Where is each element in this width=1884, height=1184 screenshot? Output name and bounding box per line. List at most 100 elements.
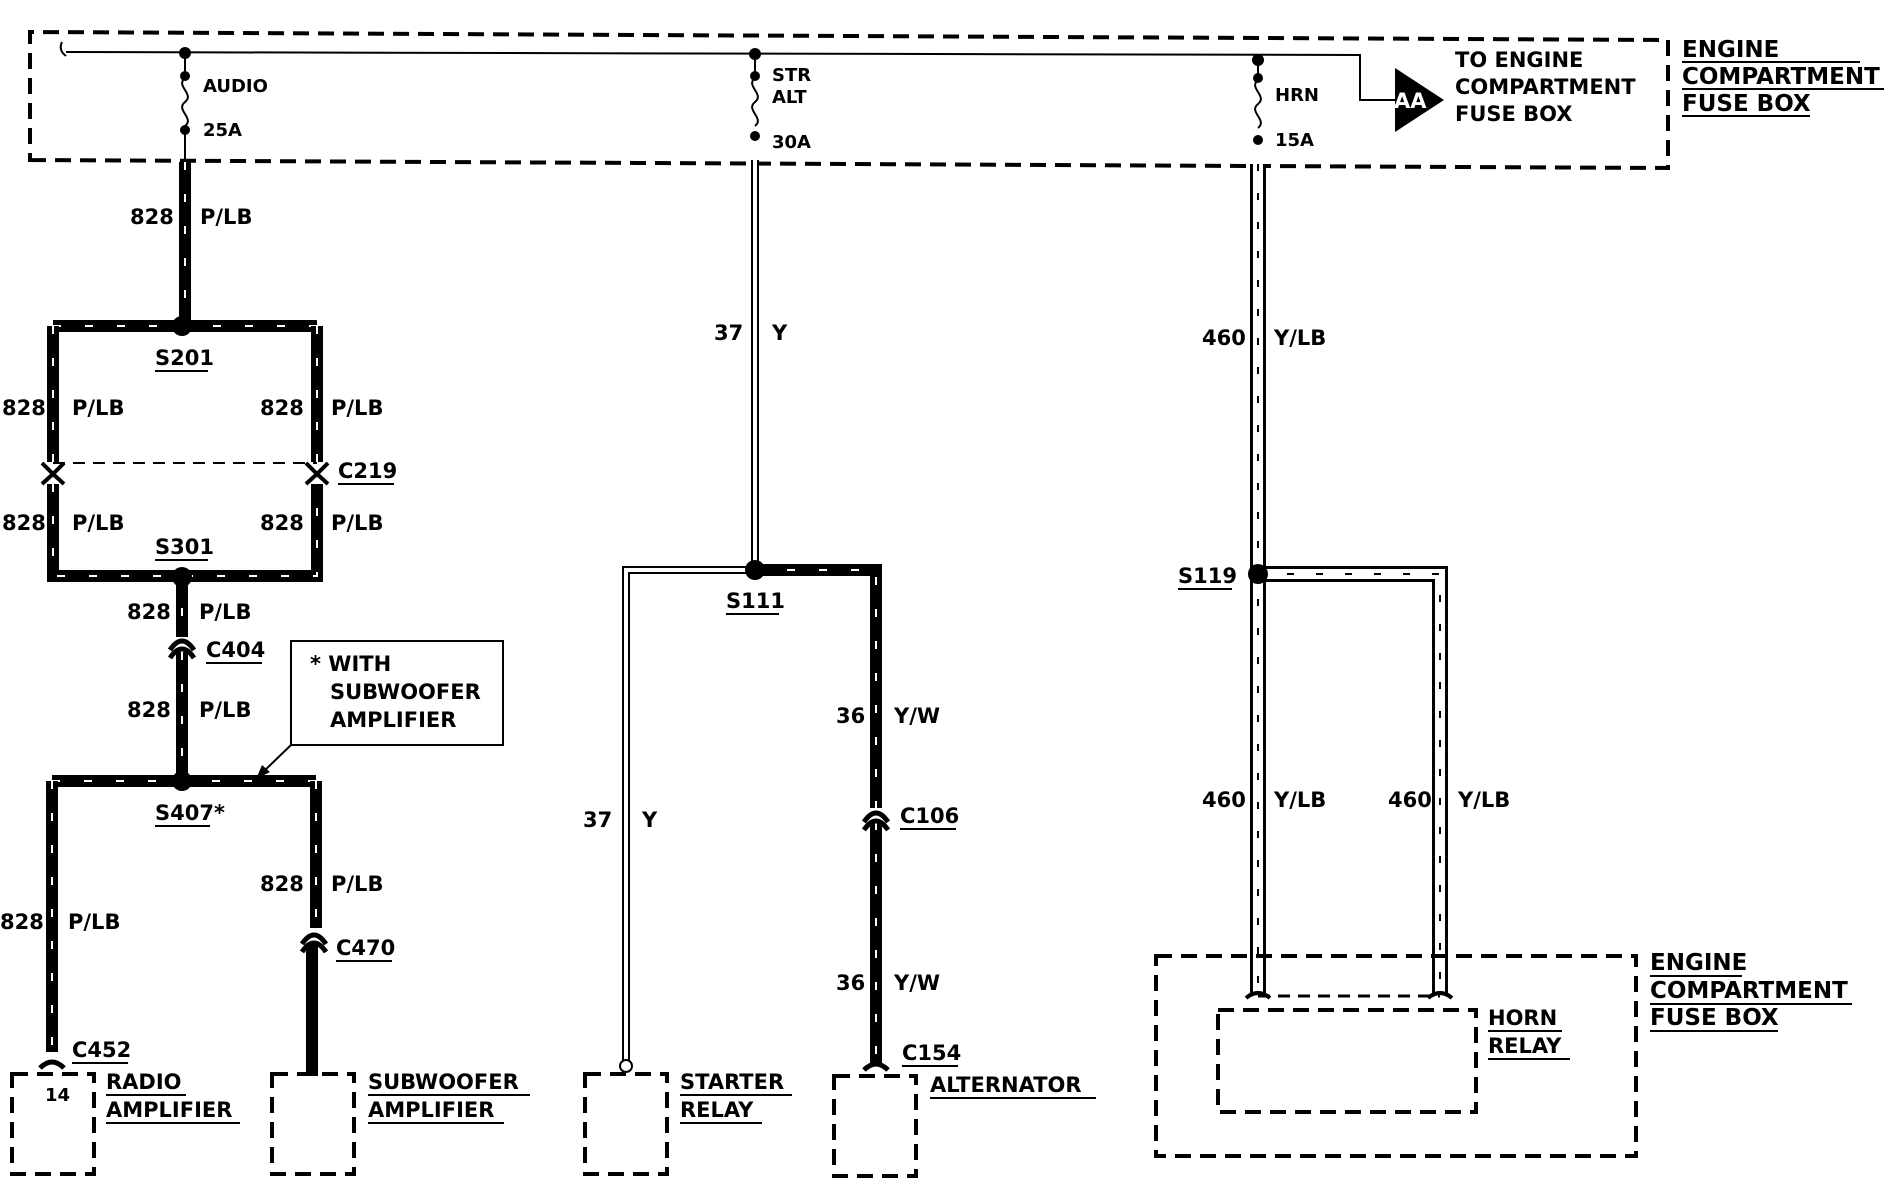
wire-828-number: 828 bbox=[260, 872, 304, 896]
connector-c219-label: C219 bbox=[338, 459, 397, 483]
splice-s111-label: S111 bbox=[726, 589, 785, 613]
fuse-str-alt: STR ALT 30A bbox=[749, 48, 811, 153]
wire-37-color: Y bbox=[771, 321, 788, 345]
engine-compartment-fuse-box-top: ENGINE COMPARTMENT FUSE BOX bbox=[28, 29, 1884, 171]
circuit-37-starter: 37 Y 37 Y bbox=[583, 160, 788, 1073]
wire-828-number: 828 bbox=[260, 511, 304, 535]
wire-828-color: P/LB bbox=[200, 205, 252, 229]
wire-828-color: P/LB bbox=[199, 698, 251, 722]
wire-828-number: 828 bbox=[127, 600, 171, 624]
horn-relay-label-2: RELAY bbox=[1488, 1034, 1562, 1058]
wire-828-color: P/LB bbox=[331, 511, 383, 535]
fuse-hrn-name: HRN bbox=[1275, 85, 1319, 106]
radio-amplifier-label-2: AMPLIFIER bbox=[106, 1098, 232, 1122]
connector-c452: C452 bbox=[38, 1038, 131, 1070]
wire-460-color: Y/LB bbox=[1273, 326, 1326, 350]
wire-37-color: Y bbox=[641, 808, 658, 832]
fuse-box-bottom-label-2: COMPARTMENT bbox=[1650, 978, 1848, 1004]
circuit-828-labels: 828 P/LB 828 P/LB 828 P/LB 828 P/LB 828 … bbox=[0, 205, 383, 934]
connector-c154: C154 bbox=[862, 1041, 961, 1072]
fuse-box-top-label-1: ENGINE bbox=[1682, 37, 1779, 63]
wire-36-number: 36 bbox=[836, 704, 865, 728]
subwoofer-amplifier: SUBWOOFER AMPLIFIER bbox=[270, 1070, 530, 1176]
fuse-hrn-rating: 15A bbox=[1275, 130, 1314, 151]
splice-s119-label: S119 bbox=[1178, 564, 1237, 588]
wire-828-number: 828 bbox=[127, 698, 171, 722]
starter-relay-label-1: STARTER bbox=[680, 1070, 784, 1094]
radio-amplifier-pin: 14 bbox=[45, 1085, 70, 1106]
wire-828-color: P/LB bbox=[72, 511, 124, 535]
splice-s201: S201 bbox=[155, 316, 214, 372]
wire-828-number: 828 bbox=[2, 396, 46, 420]
connector-aa: AA TO ENGINE COMPARTMENT FUSE BOX bbox=[1394, 48, 1636, 132]
subwoofer-amplifier-label-2: AMPLIFIER bbox=[368, 1098, 494, 1122]
subwoofer-amplifier-label-1: SUBWOOFER bbox=[368, 1070, 519, 1094]
wire-37-number: 37 bbox=[714, 321, 743, 345]
splice-s119: S119 bbox=[1178, 564, 1268, 590]
engine-compartment-fuse-box-bottom: ENGINE COMPARTMENT FUSE BOX bbox=[1154, 950, 1852, 1158]
starter-relay: STARTER RELAY bbox=[583, 1070, 792, 1176]
wire-828-color: P/LB bbox=[68, 910, 120, 934]
subwoofer-note-line-1: * WITH bbox=[310, 652, 391, 676]
fuse-box-bottom-label-1: ENGINE bbox=[1650, 950, 1747, 976]
fuse-box-bottom-label-3: FUSE BOX bbox=[1650, 1005, 1779, 1031]
radio-amplifier-label-1: RADIO bbox=[106, 1070, 182, 1094]
wire-828-color: P/LB bbox=[331, 872, 383, 896]
fuse-box-top-label-2: COMPARTMENT bbox=[1682, 64, 1880, 90]
wire-828-number: 828 bbox=[0, 910, 44, 934]
splice-s201-label: S201 bbox=[155, 346, 214, 370]
connector-c106: C106 bbox=[861, 804, 959, 832]
connector-c154-label: C154 bbox=[902, 1041, 961, 1065]
alternator-label: ALTERNATOR bbox=[930, 1073, 1082, 1097]
wire-460-number: 460 bbox=[1202, 788, 1246, 812]
fuse-str-alt-rating: 30A bbox=[772, 132, 811, 153]
subwoofer-note-line-3: AMPLIFIER bbox=[330, 708, 456, 732]
starter-terminal bbox=[619, 1059, 633, 1073]
connector-c470: C470 bbox=[299, 932, 395, 962]
connector-c452-label: C452 bbox=[72, 1038, 131, 1062]
wire-460-color: Y/LB bbox=[1273, 788, 1326, 812]
circuit-828-harness bbox=[46, 162, 323, 1076]
to-engine-fuse-box-line-1: TO ENGINE bbox=[1455, 48, 1583, 72]
wire-828-color: P/LB bbox=[72, 396, 124, 420]
connector-aa-badge: AA bbox=[1394, 89, 1427, 113]
to-engine-fuse-box-line-3: FUSE BOX bbox=[1455, 102, 1572, 126]
connector-c470-label: C470 bbox=[336, 936, 395, 960]
wire-828-number: 828 bbox=[130, 205, 174, 229]
fuse-hrn: HRN 15A bbox=[1252, 54, 1319, 151]
to-engine-fuse-box-line-2: COMPARTMENT bbox=[1455, 75, 1636, 99]
splice-s407-label: S407* bbox=[155, 801, 225, 825]
radio-amplifier: 14 RADIO AMPLIFIER bbox=[10, 1070, 240, 1176]
connector-c404: C404 bbox=[167, 638, 265, 664]
circuit-460-horn: 460 Y/LB 460 Y/LB 460 Y/LB bbox=[1202, 164, 1510, 1000]
connector-c219: C219 bbox=[40, 459, 397, 486]
fuse-str-alt-name-1: STR bbox=[772, 65, 811, 86]
wire-36-color: Y/W bbox=[893, 704, 940, 728]
wire-828-number: 828 bbox=[2, 511, 46, 535]
fuse-audio-rating: 25A bbox=[203, 120, 242, 141]
splice-s407: S407* bbox=[155, 771, 225, 827]
wire-460-color: Y/LB bbox=[1457, 788, 1510, 812]
wire-828-color: P/LB bbox=[331, 396, 383, 420]
horn-relay: HORN RELAY bbox=[1216, 1006, 1570, 1114]
subwoofer-note-line-2: SUBWOOFER bbox=[330, 680, 481, 704]
connector-aa-triangle bbox=[1395, 68, 1444, 132]
splice-s301-label: S301 bbox=[155, 535, 214, 559]
wire-828-number: 828 bbox=[260, 396, 304, 420]
splice-s301: S301 bbox=[155, 535, 214, 587]
splice-s111: S111 bbox=[726, 560, 785, 615]
fuse-audio: AUDIO 25A bbox=[179, 47, 268, 162]
connector-c106-label: C106 bbox=[900, 804, 959, 828]
fuse-str-alt-name-2: ALT bbox=[772, 87, 807, 108]
fuse-audio-name: AUDIO bbox=[203, 76, 268, 97]
circuit-36-alternator: 36 Y/W 36 Y/W bbox=[755, 564, 940, 1064]
wire-460-number: 460 bbox=[1202, 326, 1246, 350]
fuse-box-top-label-3: FUSE BOX bbox=[1682, 91, 1811, 117]
wire-828-color: P/LB bbox=[199, 600, 251, 624]
wire-36-number: 36 bbox=[836, 971, 865, 995]
horn-relay-label-1: HORN bbox=[1488, 1006, 1557, 1030]
alternator: ALTERNATOR bbox=[832, 1073, 1096, 1178]
subwoofer-note: * WITH SUBWOOFER AMPLIFIER bbox=[256, 640, 504, 779]
wire-460-number: 460 bbox=[1388, 788, 1432, 812]
